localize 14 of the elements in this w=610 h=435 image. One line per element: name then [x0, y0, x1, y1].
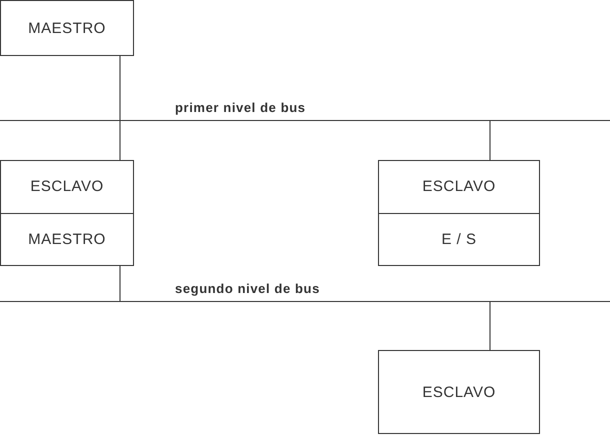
module-label: ESCLAVO: [421, 177, 497, 198]
bus-label: primer nivel de bus: [175, 100, 306, 115]
bus-line: [0, 100, 610, 121]
module-label: E / S: [379, 212, 539, 265]
bus-line: [0, 281, 610, 302]
module-box: [378, 350, 540, 434]
module-box: [378, 160, 540, 266]
module-label: ESCLAVO: [421, 382, 497, 402]
bus-label: segundo nivel de bus: [175, 281, 320, 296]
module-label: MAESTRO: [1, 212, 133, 265]
module-box: [0, 0, 134, 56]
module-box: [0, 160, 134, 266]
module-label: MAESTRO: [27, 18, 107, 38]
module-label: ESCLAVO: [29, 177, 105, 198]
